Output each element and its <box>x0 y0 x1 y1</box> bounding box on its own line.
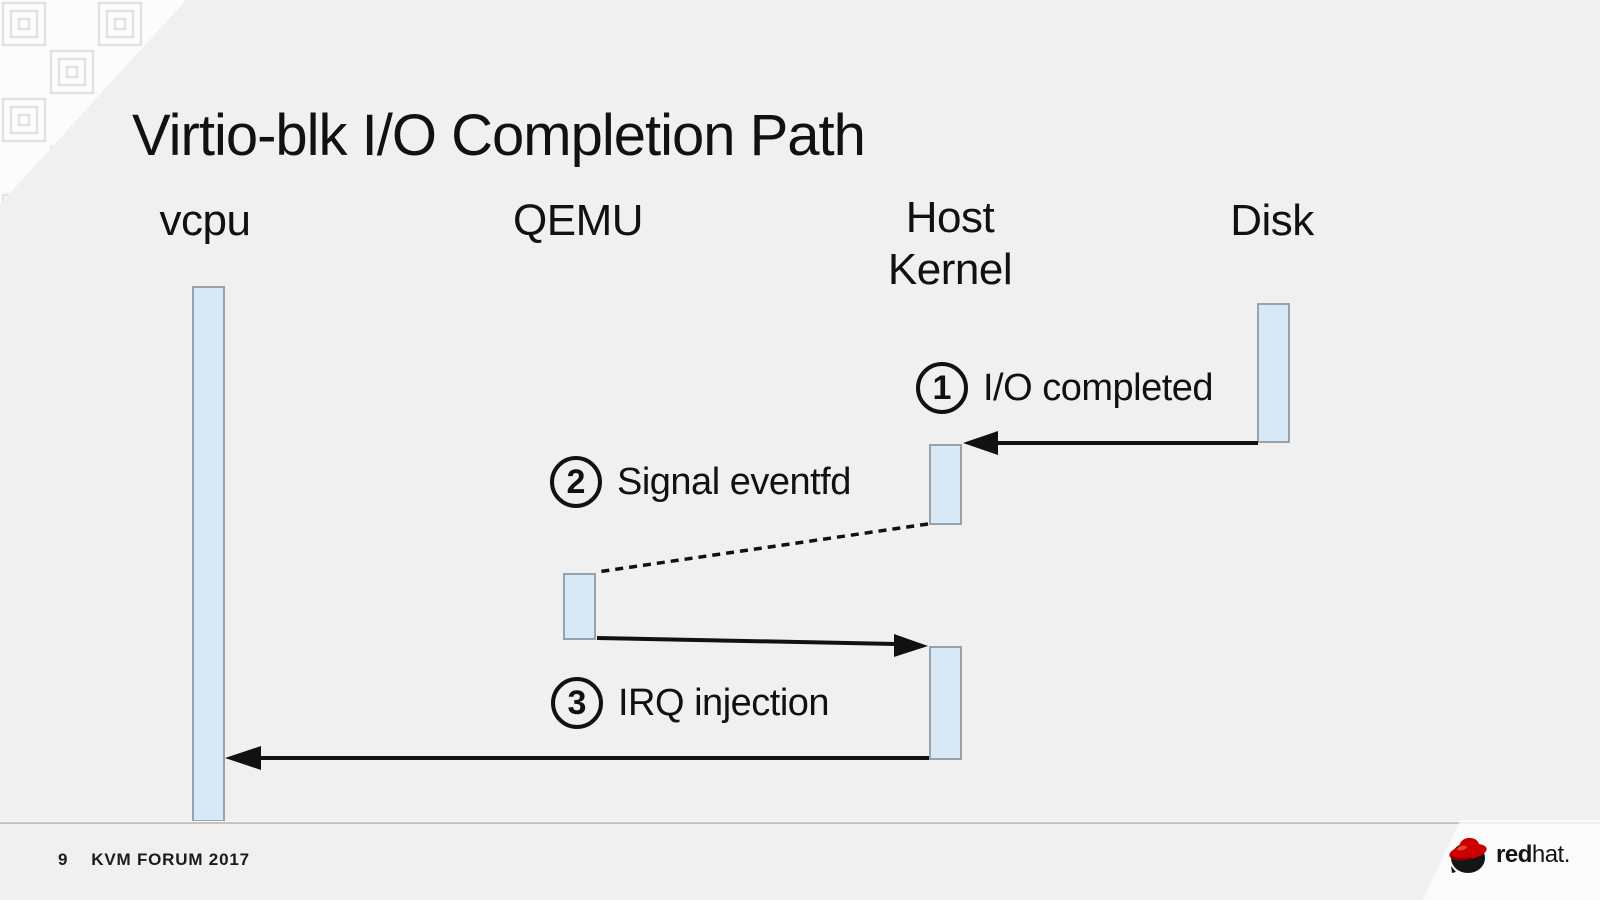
step-2-number-badge: 2 <box>550 456 602 508</box>
page-number: 9 <box>58 850 69 869</box>
step-2-label: Signal eventfd <box>617 460 851 503</box>
redhat-wordmark-hat: hat. <box>1531 841 1571 868</box>
arrow-disk-to-host-kernel <box>963 431 1258 455</box>
arrow-host-kernel-to-qemu-dashed <box>596 522 929 574</box>
redhat-wordmark-red: red <box>1496 841 1532 868</box>
activation-bar-vcpu <box>192 286 225 822</box>
step-3-label: IRQ injection <box>618 681 830 724</box>
step-1-label: I/O completed <box>983 366 1214 409</box>
step-1-annotation: 1 I/O completed <box>916 362 1214 414</box>
slide-title: Virtio-blk I/O Completion Path <box>132 103 866 168</box>
arrow-host-kernel-to-vcpu <box>225 746 929 770</box>
actor-label-host-kernel: Host Kernel <box>887 193 1013 294</box>
step-3-annotation: 3 IRQ injection <box>551 677 830 729</box>
redhat-logo: redhat. <box>1446 834 1570 876</box>
actor-label-vcpu: vcpu <box>159 196 251 245</box>
decorative-corner-pattern <box>0 0 186 204</box>
footer-event-label: KVM FORUM 2017 <box>91 850 250 869</box>
footer-divider-line <box>0 821 1600 824</box>
footer-caption: 9 KVM FORUM 2017 <box>58 850 250 870</box>
redhat-wordmark: redhat. <box>1496 841 1570 869</box>
activation-bar-qemu <box>563 573 596 640</box>
step-1-number-badge: 1 <box>916 362 968 414</box>
activation-bar-disk <box>1257 303 1290 443</box>
step-3-number-badge: 3 <box>551 677 603 729</box>
step-2-annotation: 2 Signal eventfd <box>550 456 851 508</box>
arrow-qemu-to-host-kernel <box>596 634 928 657</box>
redhat-fedora-icon <box>1449 837 1487 873</box>
activation-bar-host-kernel-1 <box>929 444 962 525</box>
activation-bar-host-kernel-2 <box>929 646 962 760</box>
actor-label-qemu: QEMU <box>513 196 644 245</box>
actor-label-disk: Disk <box>1230 196 1314 245</box>
